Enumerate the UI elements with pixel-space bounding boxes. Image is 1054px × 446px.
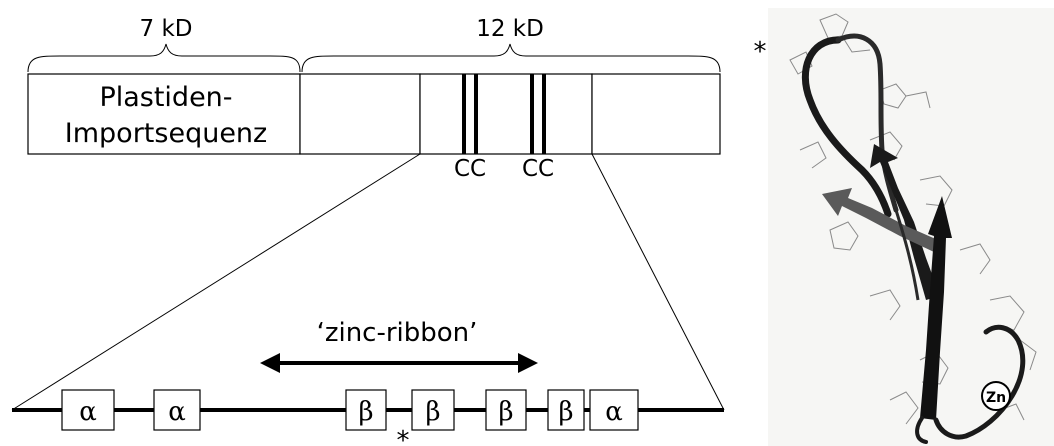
element-symbol: β <box>358 397 373 427</box>
cc-label: CC <box>454 156 486 182</box>
secondary-structure-track: α α β β β β α * <box>12 389 724 446</box>
import-sequence-label-line1: Plastiden- <box>99 82 232 113</box>
zinc-ribbon-arrow-right-head <box>518 353 538 373</box>
cc-label: CC <box>522 156 554 182</box>
element-symbol: β <box>498 397 513 427</box>
linker-domain <box>299 73 421 155</box>
asterisk-marker: * <box>397 426 410 446</box>
beta-strand-element: β <box>411 389 455 431</box>
ribbon-connector <box>894 209 920 301</box>
zinc-ribbon-arrow-left-head <box>260 353 280 373</box>
element-symbol: α <box>168 397 186 427</box>
brace-7kd <box>27 43 301 73</box>
c-terminal-domain <box>591 73 721 155</box>
alpha-helix-element: α <box>589 389 639 431</box>
beta-strand-element: β <box>485 389 527 431</box>
zinc-ribbon-annotation: ‘zinc-ribbon’ <box>260 318 538 373</box>
zinc-ribbon-3d-structure: Zn * <box>754 8 1054 446</box>
size-label-12kd: 12 kD <box>476 16 544 42</box>
beta-strand-arrow <box>822 188 938 252</box>
zinc-ion <box>981 381 1011 411</box>
zinc-ribbon-domain <box>419 73 593 155</box>
brace-12kd <box>301 43 721 73</box>
zinc-ribbon-label: ‘zinc-ribbon’ <box>317 318 478 348</box>
element-symbol: β <box>558 397 573 427</box>
beta-strand-arrow <box>920 196 952 420</box>
beta-strand-arrow <box>870 144 940 300</box>
element-symbol: β <box>425 397 440 427</box>
zoom-lines <box>11 153 725 411</box>
alpha-helix-element: α <box>153 389 201 431</box>
element-symbol: α <box>605 397 623 427</box>
size-label-7kd: 7 kD <box>140 16 193 42</box>
size-braces: 7 kD 12 kD <box>27 16 721 73</box>
ribbon-loop-bottom-2 <box>915 416 928 444</box>
beta-strand-element: β <box>547 389 585 431</box>
import-sequence-domain <box>27 73 301 155</box>
zinc-ion-label: Zn <box>986 390 1006 406</box>
alpha-helix-element: α <box>61 389 115 431</box>
ribbon-loop-top <box>801 36 892 218</box>
zoom-line-left <box>11 153 421 411</box>
import-sequence-label-line2: Importsequenz <box>65 118 267 149</box>
zoom-line-right <box>591 153 725 411</box>
domain-bar: Plastiden- Importsequenz CC CC <box>27 73 721 182</box>
structure-asterisk-marker: * <box>754 37 767 67</box>
beta-strand-element: β <box>345 389 387 431</box>
ribbon-loop-bottom <box>933 324 1026 440</box>
element-symbol: α <box>79 397 97 427</box>
